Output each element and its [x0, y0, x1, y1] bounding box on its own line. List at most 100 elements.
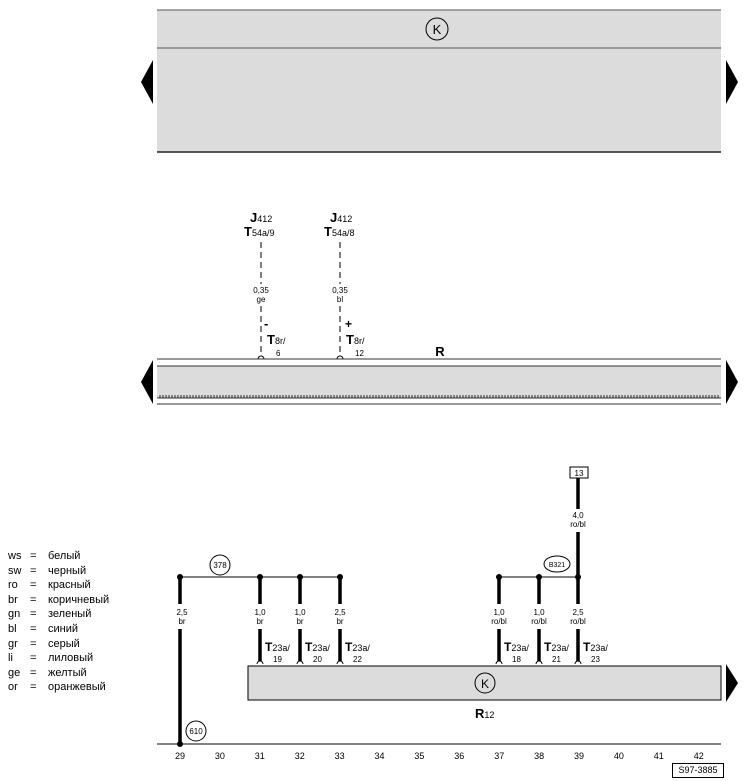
- feed-color: ro/bl: [570, 520, 586, 529]
- polarity-minus: -: [264, 316, 268, 331]
- continue-right-arrow-bottom: [726, 664, 738, 702]
- ref-box-13-label: 13: [575, 469, 584, 478]
- track-number: 41: [654, 751, 664, 761]
- t23a-pin: 23: [591, 655, 600, 664]
- t23a-pin: 19: [273, 655, 282, 664]
- legend-row: gn = зеленый: [8, 607, 109, 622]
- wire-color: br: [336, 617, 343, 626]
- t23a-label: T23a/: [583, 640, 608, 654]
- t23a-label: T23a/: [265, 640, 290, 654]
- component-r-block: [157, 366, 721, 398]
- track-number: 40: [614, 751, 624, 761]
- legend-name: черный: [48, 564, 87, 577]
- t23a-label: T23a/: [345, 640, 370, 654]
- t54a9-label: T54a/9: [244, 224, 274, 239]
- component-r12-block: [247, 665, 722, 701]
- track-number: 38: [534, 751, 544, 761]
- legend-eq: =: [30, 622, 37, 635]
- track-number: 42: [694, 751, 704, 761]
- legend-row: br = коричневый: [8, 593, 109, 608]
- t54a8-label: T54a/8: [324, 224, 354, 239]
- wire-cross-section: 0,35: [253, 286, 269, 295]
- legend-row: sw=черный: [8, 564, 109, 579]
- t8r6-label: T8r/: [267, 332, 286, 347]
- wire-color: ro/bl: [491, 617, 507, 626]
- component-k-top-block: [157, 10, 721, 152]
- r-scale-ticks: [159, 395, 719, 398]
- track-number: 37: [494, 751, 504, 761]
- continue-right-arrow-top: [726, 60, 738, 104]
- wire-track-29: 2,5 br: [176, 574, 188, 747]
- node-b321-label: B321: [549, 562, 565, 569]
- t23a-pin: 20: [313, 655, 322, 664]
- t8r12-label: T8r/: [346, 332, 365, 347]
- legend-name: желтый: [48, 666, 87, 679]
- legend-eq: =: [30, 608, 37, 621]
- track-number: 31: [255, 751, 265, 761]
- legend-eq: =: [30, 666, 37, 679]
- feed-cross: 4,0: [572, 511, 584, 520]
- wire-color: br: [256, 617, 263, 626]
- legend-code: bl: [8, 622, 17, 635]
- j412-label: J412: [250, 210, 272, 225]
- connection-j412-pin8: J412 T54a/8 0,35 bl + T8r/ 12: [324, 210, 365, 360]
- k-symbol-circle-top: [425, 17, 449, 41]
- component-r-label: R: [435, 344, 445, 359]
- k-symbol-label-bottom: K: [481, 677, 489, 691]
- t23a-pin: 22: [353, 655, 362, 664]
- t23a-pin: 18: [512, 655, 521, 664]
- wire-cross-section: 1,0: [254, 608, 266, 617]
- continue-left-arrow-top: [141, 60, 153, 104]
- legend-row: ge = желтый: [8, 666, 109, 681]
- wire-cross-section: 1,0: [493, 608, 505, 617]
- t23a-label: T23a/: [305, 640, 330, 654]
- track-number: 36: [454, 751, 464, 761]
- wire-color: bl: [337, 295, 343, 304]
- wire-color: br: [296, 617, 303, 626]
- legend-code: gn: [8, 608, 21, 621]
- legend-name: серый: [48, 637, 80, 650]
- legend-eq: =: [30, 579, 37, 592]
- legend-row: bl=синий: [8, 622, 109, 637]
- legend-code: sw: [8, 564, 22, 577]
- k-symbol-circle-bottom: [474, 672, 496, 694]
- t23a-pin: 21: [552, 655, 561, 664]
- legend-eq: =: [30, 637, 37, 650]
- wire-cross-section: 0,35: [332, 286, 348, 295]
- legend-name: оранжевый: [48, 681, 106, 694]
- legend-code: ws: [8, 550, 22, 562]
- legend-name: зеленый: [48, 608, 92, 621]
- connection-j412-pin9: J412 T54a/9 0,35 ge - T8r/ 6: [244, 210, 286, 360]
- wire-color: ge: [257, 295, 266, 304]
- legend-row: ws=белый: [8, 549, 109, 564]
- t23a-label: T23a/: [544, 640, 569, 654]
- polarity-plus: +: [345, 317, 352, 331]
- legend-code: ge: [8, 666, 21, 679]
- wire-cross-section: 1,0: [533, 608, 545, 617]
- continue-left-arrow-mid: [141, 360, 153, 404]
- k-symbol-label-top: K: [433, 22, 442, 37]
- legend-name: коричневый: [48, 593, 110, 606]
- node-378-label: 378: [213, 561, 227, 570]
- legend-eq: =: [30, 550, 37, 562]
- track-number: 30: [215, 751, 225, 761]
- node-b321: [543, 555, 571, 573]
- t8r6-pin: 6: [276, 349, 281, 358]
- legend-code: gr: [8, 637, 18, 650]
- legend-eq: =: [30, 681, 37, 694]
- legend-code: br: [8, 593, 18, 606]
- node-610-label: 610: [189, 727, 203, 736]
- t8r12-pin: 12: [355, 349, 364, 358]
- t23a-label: T23a/: [504, 640, 529, 654]
- wire-cross-section: 1,0: [294, 608, 306, 617]
- legend-code: li: [8, 652, 13, 665]
- svg-text:br: br: [178, 617, 185, 626]
- track-number: 39: [574, 751, 584, 761]
- track-number: 33: [335, 751, 345, 761]
- legend-eq: =: [30, 593, 37, 606]
